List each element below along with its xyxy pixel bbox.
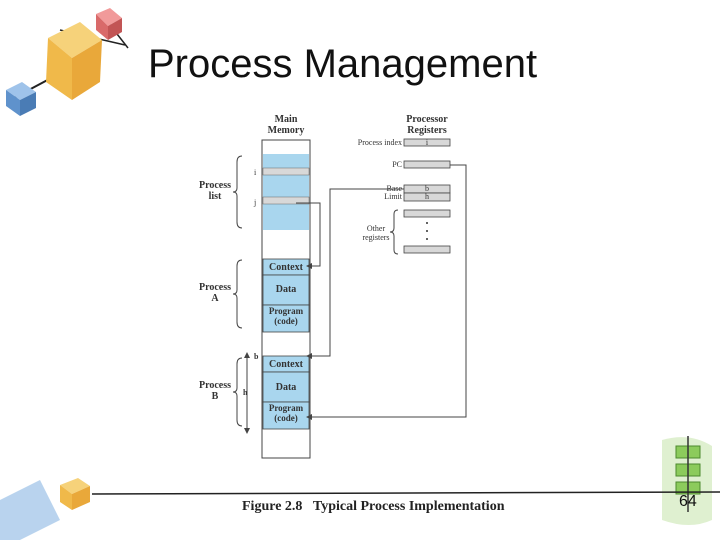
process-b-data-block <box>262 371 310 403</box>
process-b-data-label: Data <box>275 382 297 393</box>
process-list-area <box>263 154 309 230</box>
other-register-top <box>403 209 451 218</box>
process-list-marker-j: j <box>254 198 257 207</box>
process-b-context-label: Context <box>269 359 303 370</box>
base-label: Base <box>386 184 402 193</box>
process-b-label: Process B <box>198 380 232 402</box>
connector-lines <box>296 164 467 418</box>
process-b-marker-b: b <box>254 352 259 361</box>
pc-label: PC <box>392 160 402 169</box>
process-b-program-label: Program (code) <box>268 403 304 423</box>
process-index-register <box>403 138 451 147</box>
process-a-data-label: Data <box>275 284 297 295</box>
process-a-program-label: Program (code) <box>268 306 304 326</box>
limit-value: h <box>425 192 429 201</box>
other-registers-brace <box>389 209 399 255</box>
film-decoration-icon <box>662 436 712 525</box>
figure-caption-number: Figure 2.8 <box>242 499 303 514</box>
other-registers-label: Other registers <box>362 224 390 242</box>
process-list-brace <box>232 155 243 229</box>
main-memory-label: Main Memory <box>267 114 305 136</box>
process-list-label: Process list <box>198 180 232 202</box>
page-number: 64 <box>679 493 697 510</box>
process-a-context-label: Context <box>269 262 303 273</box>
process-b-program-block <box>262 401 310 430</box>
figure-caption-text: Typical Process Implementation <box>312 499 505 514</box>
footer-rule <box>91 491 720 495</box>
processor-registers-group <box>403 138 451 254</box>
process-index-label: Process index <box>357 138 402 147</box>
process-list-marker-i: i <box>254 168 257 177</box>
slide-title: Process Management <box>148 42 538 86</box>
process-a-brace <box>232 259 243 329</box>
process-b-brace <box>232 357 243 427</box>
process-a-program-block <box>262 304 310 333</box>
limit-label: Limit <box>384 192 402 201</box>
limit-register <box>403 192 451 202</box>
pc-register <box>403 160 451 169</box>
hand-cube-decoration-icon <box>0 478 90 540</box>
cube-decoration-icon <box>6 8 129 116</box>
process-index-value: i <box>425 138 429 147</box>
process-a-data-block <box>262 274 310 306</box>
main-memory-column <box>261 139 311 459</box>
process-b-marker-h: h <box>243 388 248 397</box>
base-value: b <box>425 184 429 193</box>
process-a-label: Process A <box>198 282 232 304</box>
processor-registers-label: Processor Registers <box>406 114 448 136</box>
other-register-bottom <box>403 245 451 254</box>
figure-caption: Figure 2.8 Typical Process Implementatio… <box>242 499 504 515</box>
